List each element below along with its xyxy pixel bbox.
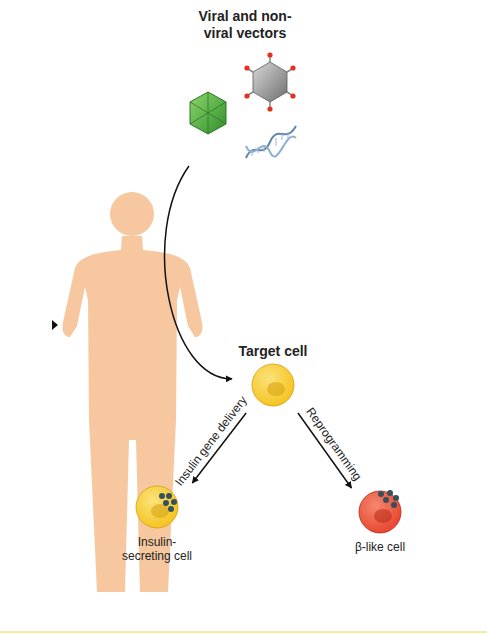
cell-nucleus — [374, 509, 392, 523]
dna-rungs — [252, 132, 288, 156]
cell-body — [136, 486, 178, 528]
insulin-granule — [163, 500, 169, 506]
cell-caption: Insulin- secreting cell — [115, 535, 199, 563]
green-virus-icon — [190, 92, 226, 134]
cell-shape — [133, 483, 181, 531]
virus-spike-tip — [244, 65, 249, 70]
vector-group: Viral and non- viral vectors — [185, 8, 305, 166]
grey-virus-icon — [244, 52, 295, 111]
cell-heading: Target cell — [239, 343, 308, 359]
cell-body — [252, 364, 294, 406]
human-silhouette — [62, 236, 202, 592]
virus-spike-tip — [267, 52, 272, 57]
insulin-granule — [168, 506, 174, 512]
insulin-granule — [159, 493, 165, 499]
cell-nucleus — [151, 504, 169, 518]
cell-caption: β-like cell — [355, 540, 405, 554]
virus-spike — [248, 56, 292, 108]
insulin-granule — [393, 495, 399, 501]
edge-label: Reprogramming — [303, 405, 364, 483]
bottom-rule — [0, 631, 487, 633]
virus-spike-tip — [244, 93, 249, 98]
arrowhead-mark — [52, 320, 58, 330]
cell-body — [359, 491, 401, 533]
dna-helix-icon — [246, 126, 296, 158]
group-heading: Viral and non- viral vectors — [189, 8, 301, 42]
cell-shape — [356, 488, 404, 536]
virus-spike-tip — [290, 93, 295, 98]
connector-arrow — [165, 166, 232, 379]
cell-node: β-like cell — [335, 488, 425, 568]
virus-spike-tip — [290, 65, 295, 70]
edge-label: Insulin gene delivery — [172, 394, 250, 489]
dna-strand — [246, 126, 296, 158]
virus-spike-tip — [267, 106, 272, 111]
insulin-granule — [166, 493, 172, 499]
insulin-granule — [391, 502, 397, 508]
insulin-granule — [171, 499, 177, 505]
virus-capsid — [253, 62, 287, 102]
insulin-granule — [378, 491, 384, 497]
insulin-granule — [383, 497, 389, 503]
human-head — [110, 192, 154, 236]
dna-strand — [246, 136, 296, 156]
cell-node: Insulin- secreting cell — [115, 483, 199, 575]
cell-nucleus — [267, 382, 285, 396]
insulin-granule — [387, 490, 393, 496]
cell-shape — [249, 361, 297, 409]
green-virus-facets — [190, 92, 226, 134]
